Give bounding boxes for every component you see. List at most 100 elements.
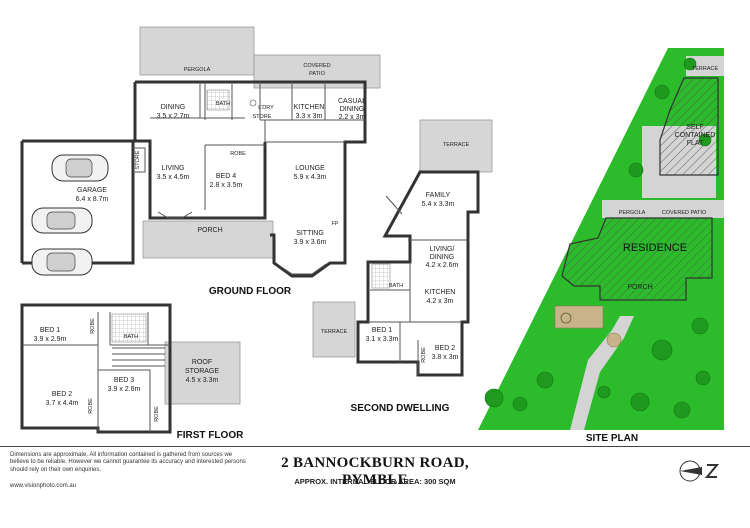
patio-label: PATIO bbox=[309, 71, 325, 77]
dining-label: DINING bbox=[161, 104, 186, 111]
ground-bath-label: BATH bbox=[216, 101, 230, 107]
lounge-label: LOUNGE bbox=[295, 165, 325, 172]
residence-label: RESIDENCE bbox=[623, 242, 687, 254]
site-terrace-label: TERRACE bbox=[692, 66, 719, 72]
ground-bath-tiles bbox=[206, 89, 230, 111]
trees bbox=[484, 57, 712, 419]
dining-size: 3.5 x 2.7m bbox=[157, 113, 190, 120]
pergola-label: PERGOLA bbox=[184, 67, 211, 73]
second-bed2-size: 3.8 x 3m bbox=[432, 354, 459, 361]
storage-size: 4.5 x 3.3m bbox=[186, 377, 219, 384]
first-bed3-size: 3.9 x 2.6m bbox=[108, 386, 141, 393]
site-pergola-label: PERGOLA bbox=[619, 210, 646, 216]
second-terrace-label: TERRACE bbox=[443, 142, 470, 148]
first-robe3-label: ROBE bbox=[154, 406, 160, 422]
second-kitchen-size: 4.2 x 3m bbox=[427, 298, 454, 305]
second-dwelling-plan: TERRACE FAMILY 5.4 x 3.3m LIVING/ DINING… bbox=[312, 119, 493, 414]
site-porch-label: PORCH bbox=[627, 284, 652, 291]
site-plan: TERRACE SELF CONTAINED FLAT PERGOLA COVE… bbox=[478, 48, 724, 444]
car-icon bbox=[51, 154, 109, 182]
bed4-size: 2.8 x 3.5m bbox=[210, 182, 243, 189]
footer-divider bbox=[0, 446, 750, 528]
storage-label: STORAGE bbox=[185, 368, 219, 375]
website-link[interactable]: www.visionphoto.com.au bbox=[10, 483, 77, 489]
sitting-bay-window bbox=[279, 263, 327, 275]
second-dwelling-heading: SECOND DWELLING bbox=[351, 403, 450, 414]
ground-floor-heading: GROUND FLOOR bbox=[209, 286, 292, 297]
north-arrow-icon bbox=[679, 460, 720, 482]
pergola-area bbox=[139, 26, 255, 76]
first-bed2-size: 3.7 x 4.4m bbox=[46, 400, 79, 407]
property-address: 2 BANNOCKBURN ROAD, PYMBLE bbox=[281, 455, 469, 488]
laundry-label: L'DRY bbox=[258, 105, 274, 111]
living-bay-window bbox=[157, 211, 193, 219]
porch-area bbox=[142, 220, 274, 259]
ground-robe-label: ROBE bbox=[230, 151, 246, 157]
store-label: STORE bbox=[253, 114, 272, 120]
garage-store-label: STORE bbox=[135, 150, 141, 169]
living-dining-size: 4.2 x 2.6m bbox=[426, 262, 459, 269]
laundry-tub bbox=[249, 99, 257, 107]
sliding-door bbox=[385, 195, 403, 215]
site-plan-heading: SITE PLAN bbox=[586, 433, 638, 444]
second-bed1-label: BED 1 bbox=[372, 327, 392, 334]
living-label: LIVING bbox=[162, 165, 185, 172]
garden-bed bbox=[554, 305, 604, 329]
first-bed2-label: BED 2 bbox=[52, 391, 72, 398]
ground-floor-plan: PERGOLA COVERED PATIO DINING 3.5 x 2.7m … bbox=[20, 26, 381, 297]
second-bath-label: BATH bbox=[389, 283, 403, 289]
residence-building bbox=[561, 217, 713, 301]
stairs bbox=[112, 347, 165, 367]
site-patio-area bbox=[602, 200, 724, 218]
second-terrace-left bbox=[312, 301, 356, 358]
casual-dining-size: 2.2 x 3m bbox=[339, 114, 366, 121]
first-robe2-label: ROBE bbox=[88, 398, 94, 414]
porch-label: PORCH bbox=[197, 227, 222, 234]
roof-label: ROOF bbox=[192, 359, 212, 366]
first-floor-heading: FIRST FLOOR bbox=[177, 430, 244, 441]
garage-size: 6.4 x 8.7m bbox=[76, 196, 109, 203]
first-bath-tiles bbox=[111, 313, 147, 343]
living-dining-label: LIVING/ bbox=[430, 246, 455, 253]
first-bed1-size: 3.9 x 2.9m bbox=[34, 336, 67, 343]
roof-storage-area bbox=[164, 341, 241, 405]
living-size: 3.5 x 4.5m bbox=[157, 174, 190, 181]
family-label: FAMILY bbox=[426, 192, 451, 199]
second-kitchen-label: KITCHEN bbox=[425, 289, 456, 296]
second-bed2-label: BED 2 bbox=[435, 345, 455, 352]
car-icon bbox=[31, 248, 93, 276]
contained-label: CONTAINED bbox=[675, 132, 716, 139]
garden-ring bbox=[560, 312, 572, 324]
lounge-size: 5.9 x 4.3m bbox=[294, 174, 327, 181]
disclaimer-text: Dimensions are approximate. All informat… bbox=[10, 452, 246, 473]
ground-outer-wall bbox=[135, 80, 367, 278]
self-contained-flat bbox=[659, 77, 719, 176]
first-bed3-label: BED 3 bbox=[114, 377, 134, 384]
second-bed1-size: 3.1 x 3.3m bbox=[366, 336, 399, 343]
kitchen-size: 3.3 x 3m bbox=[296, 113, 323, 120]
first-robe-label: ROBE bbox=[90, 318, 96, 334]
ground-interior-walls bbox=[150, 82, 365, 210]
bed4-label: BED 4 bbox=[216, 173, 236, 180]
garage-store bbox=[133, 147, 146, 173]
casual-label: CASUAL bbox=[338, 98, 366, 105]
second-interior-walls bbox=[368, 239, 468, 375]
kitchen-label: KITCHEN bbox=[294, 104, 325, 111]
garden-circle bbox=[606, 332, 622, 348]
second-bath-tiles bbox=[371, 263, 391, 289]
first-floor-interior-walls bbox=[22, 312, 170, 432]
second-robe-label: ROBE bbox=[421, 347, 427, 363]
second-terrace-top bbox=[419, 119, 493, 173]
first-bed1-label: BED 1 bbox=[40, 327, 60, 334]
casual-dining-label: DINING bbox=[340, 106, 365, 113]
flat-label: FLAT bbox=[687, 140, 704, 147]
site-covered-patio-label: COVERED PATIO bbox=[662, 210, 707, 216]
garage-label: GARAGE bbox=[77, 187, 107, 194]
self-label: SELF bbox=[686, 124, 704, 131]
second-terrace-left-label: TERRACE bbox=[321, 329, 348, 335]
floor-area: APPROX. INTERNAL FLOOR AREA: 300 SQM bbox=[294, 477, 456, 486]
covered-label: COVERED bbox=[303, 63, 330, 69]
fireplace-label: FP bbox=[331, 221, 338, 227]
first-floor-plan: BED 1 3.9 x 2.9m ROBE BATH BED 2 3.7 x 4… bbox=[20, 303, 244, 441]
